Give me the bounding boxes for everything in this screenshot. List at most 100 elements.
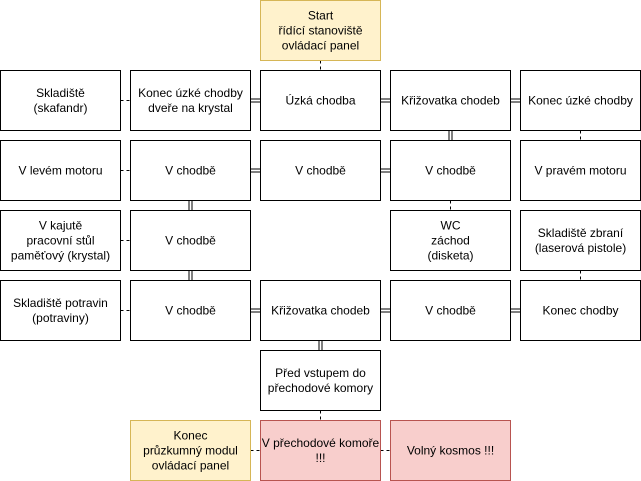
node-uzka-chodba: Úzká chodba — [260, 70, 381, 131]
node-label-line: Skladiště — [36, 86, 85, 100]
connector-v-chodbe-r2c2-to-v-chodbe-r2c3 — [250, 168, 261, 173]
connector-v-chodbe-r2c2-to-v-chodbe-r3c2 — [188, 200, 193, 211]
node-box — [390, 280, 511, 341]
node-box — [130, 140, 251, 201]
node-box — [260, 350, 381, 411]
connector-v-chodbe-r3c2-to-v-chodbe-r4c2 — [188, 270, 193, 281]
node-label: V chodbě — [425, 164, 476, 178]
connector-krizovatka-chodeb-top-to-konec-uzke-chodby — [510, 98, 521, 103]
node-label: Úzká chodba — [285, 93, 355, 108]
node-label-line: (potraviny) — [32, 311, 89, 325]
node-label-line: Konec — [173, 429, 207, 443]
node-label-line: řídící stanoviště — [278, 24, 362, 38]
node-label-line: V chodbě — [165, 234, 216, 248]
connector-krizovatka-chodeb-top-to-v-chodbe-r2c4 — [448, 130, 453, 141]
node-box — [0, 280, 121, 341]
node-v-levem-motoru: V levém motoru — [0, 140, 121, 201]
node-label-line: V přechodové komoře — [262, 436, 380, 450]
node-label-line: (skafandr) — [33, 101, 87, 115]
node-label: V chodbě — [165, 164, 216, 178]
node-label: V chodbě — [165, 304, 216, 318]
node-label: Skladiště(skafandr) — [33, 86, 87, 115]
connector-v-chodbe-r4c2-to-krizovatka-chodeb-bottom — [250, 308, 261, 313]
node-skladiste-potravin: Skladiště potravin(potraviny) — [0, 280, 121, 341]
node-box — [390, 140, 511, 201]
node-label-line: Křižovatka chodeb — [271, 304, 370, 318]
node-label-line: V levém motoru — [18, 164, 102, 178]
node-label: V pravém motoru — [534, 164, 626, 178]
node-v-chodbe-r2c4: V chodbě — [390, 140, 511, 201]
node-konec-uzke-chodby: Konec úzké chodby — [520, 70, 641, 131]
node-v-chodbe-r3c2: V chodbě — [130, 210, 251, 271]
node-v-chodbe-r2c3: V chodbě — [260, 140, 381, 201]
node-v-chodbe-r4c4: V chodbě — [390, 280, 511, 341]
node-box — [130, 280, 251, 341]
node-label-line: ovládací panel — [152, 459, 229, 473]
node-box — [260, 0, 381, 61]
node-konec-chodby: Konec chodby — [520, 280, 641, 341]
connectors-layer — [120, 60, 581, 451]
node-label-line: Úzká chodba — [285, 93, 355, 108]
node-v-prechodove-komore: V přechodové komoře!!! — [260, 420, 381, 481]
node-label-line: V chodbě — [425, 304, 476, 318]
node-label-line: dveře na krystal — [148, 101, 233, 115]
node-label-line: Start — [308, 9, 334, 23]
node-label-line: Konec úzké chodby — [528, 94, 633, 108]
node-box — [0, 210, 121, 271]
node-box — [260, 280, 381, 341]
node-box — [390, 210, 511, 271]
node-box — [130, 70, 251, 131]
node-box — [130, 420, 251, 481]
node-box — [0, 70, 121, 131]
node-label-line: Křižovatka chodeb — [401, 94, 500, 108]
node-label: Konec chodby — [542, 304, 618, 318]
node-label-line: WC — [441, 219, 461, 233]
node-label-line: V chodbě — [165, 304, 216, 318]
node-label-line: V chodbě — [165, 164, 216, 178]
node-box — [0, 140, 121, 201]
node-box — [390, 420, 511, 481]
node-v-chodbe-r4c2: V chodbě — [130, 280, 251, 341]
node-label: V chodbě — [165, 234, 216, 248]
node-label-line: V chodbě — [295, 164, 346, 178]
connector-v-chodbe-r4c4-to-konec-chodby — [510, 308, 521, 313]
connector-uzka-chodba-to-krizovatka-chodeb-top — [380, 98, 391, 103]
node-label-line: V chodbě — [425, 164, 476, 178]
node-label: Skladiště potravin(potraviny) — [13, 296, 108, 325]
connector-konec-uzke-chodby-dvere-to-uzka-chodba — [250, 98, 261, 103]
node-label-line: Skladiště potravin — [13, 296, 108, 310]
node-skladiste-skafandr: Skladiště(skafandr) — [0, 70, 121, 131]
node-v-pravem-motoru: V pravém motoru — [520, 140, 641, 201]
node-label-line: Konec chodby — [542, 304, 618, 318]
node-label-line: Skladiště zbraní — [538, 226, 624, 240]
node-label: Křižovatka chodeb — [271, 304, 370, 318]
node-box — [520, 280, 641, 341]
node-label-line: (laserová pistole) — [535, 241, 626, 255]
node-label-line: ovládací panel — [282, 39, 359, 53]
node-volny-kosmos: Volný kosmos !!! — [390, 420, 511, 481]
node-box — [520, 210, 641, 271]
node-label: Skladiště zbraní(laserová pistole) — [535, 226, 626, 255]
node-v-chodbe-r2c2: V chodbě — [130, 140, 251, 201]
node-skladiste-zbrani: Skladiště zbraní(laserová pistole) — [520, 210, 641, 271]
node-box — [260, 140, 381, 201]
node-label-line: Konec úzké chodby — [138, 86, 243, 100]
node-label-line: záchod — [431, 234, 470, 248]
node-label-line: průzkumný modul — [143, 444, 238, 458]
node-label-line: !!! — [315, 451, 325, 465]
connector-krizovatka-chodeb-bottom-to-pred-vstupem — [318, 340, 323, 351]
node-label: Konec úzké chodby — [528, 94, 633, 108]
node-box — [260, 420, 381, 481]
connector-krizovatka-chodeb-bottom-to-v-chodbe-r4c4 — [380, 308, 391, 313]
node-label-line: paměťový (krystal) — [11, 249, 110, 263]
node-krizovatka-chodeb-top: Křižovatka chodeb — [390, 70, 511, 131]
node-label: Křižovatka chodeb — [401, 94, 500, 108]
